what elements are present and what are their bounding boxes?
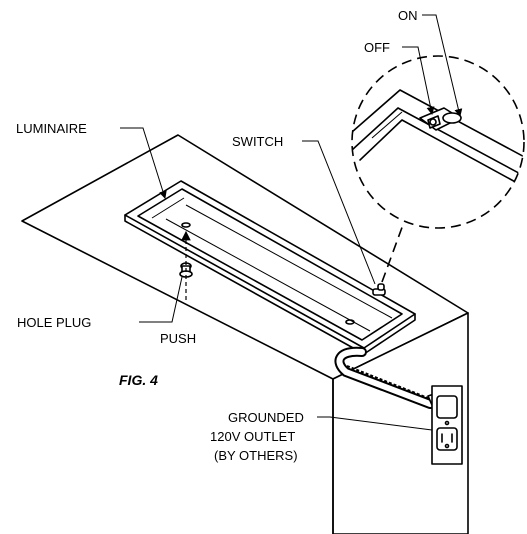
luminaire-lens [137, 188, 403, 341]
switch-leader [302, 140, 376, 285]
switch-label: SWITCH [232, 134, 283, 149]
hole-plug-leader [139, 276, 183, 323]
push-label: PUSH [160, 331, 196, 346]
detail-connector [381, 221, 405, 283]
off-label: OFF [364, 40, 390, 55]
outlet-label-line1: GROUNDED [228, 410, 304, 425]
outlet-label-line3: (BY OTHERS) [214, 448, 298, 463]
switch-icon [372, 283, 386, 296]
off-leader [402, 46, 435, 115]
on-leader [422, 14, 463, 117]
outlet-label-line2: 120V OUTLET [210, 429, 295, 444]
hole-plug-hole [181, 222, 191, 228]
hole-plug-hole-2 [345, 319, 355, 325]
on-label: ON [398, 8, 418, 23]
outlet-icon [431, 385, 463, 465]
figure-caption: FIG. 4 [119, 372, 158, 388]
luminaire-leader [120, 127, 167, 199]
outlet-leader [317, 416, 433, 431]
hole-plug-label: HOLE PLUG [17, 315, 91, 330]
switch-detail-callout [351, 55, 525, 229]
luminaire-label: LUMINAIRE [16, 121, 87, 136]
